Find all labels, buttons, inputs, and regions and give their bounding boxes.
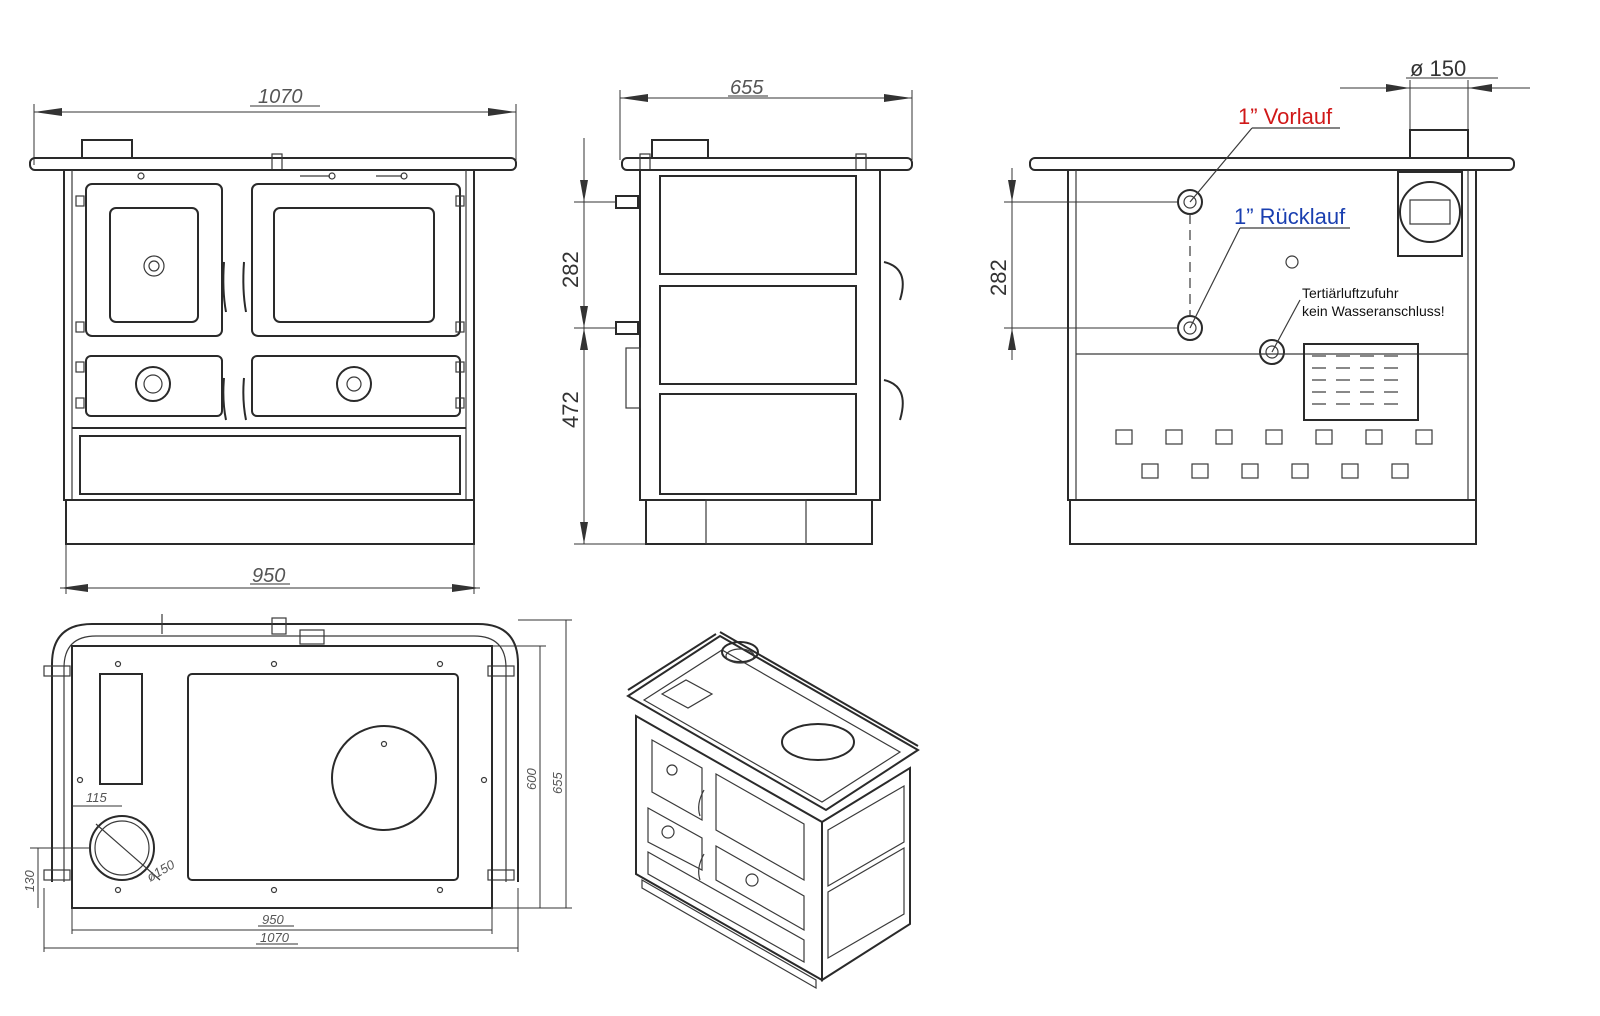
top-outer-width-label: 1070 — [260, 930, 290, 945]
side-depth-label: 655 — [730, 77, 764, 99]
flow-connection-label: 1” Vorlauf — [1238, 104, 1333, 129]
front-view: 1070 — [29, 86, 517, 594]
side-height-lower-label: 472 — [558, 391, 583, 428]
top-inner-width-label: 950 — [262, 912, 284, 927]
back-view: ø 150 — [986, 56, 1530, 545]
top-flue-diameter-label: ø150 — [144, 856, 178, 884]
top-view: 115 ø150 130 950 1070 600 655 — [22, 614, 572, 952]
side-view: 655 282 472 — [558, 77, 913, 545]
top-offset-x-label: 115 — [86, 790, 107, 805]
isometric-view — [626, 631, 920, 990]
top-inner-depth-label: 600 — [524, 768, 539, 790]
front-width-bottom-label: 950 — [252, 565, 285, 587]
top-outer-depth-label: 655 — [550, 772, 565, 794]
side-height-upper-label: 282 — [558, 251, 583, 288]
tertiary-air-label: Tertiärluftzufuhr — [1302, 285, 1399, 301]
no-water-connection-label: kein Wasseranschluss! — [1302, 303, 1445, 319]
back-flue-diameter-label: ø 150 — [1410, 56, 1466, 81]
top-offset-y-label: 130 — [22, 870, 37, 892]
return-connection-label: 1” Rücklauf — [1234, 204, 1346, 229]
front-width-top-label: 1070 — [258, 86, 303, 108]
back-height-label: 282 — [986, 259, 1011, 296]
